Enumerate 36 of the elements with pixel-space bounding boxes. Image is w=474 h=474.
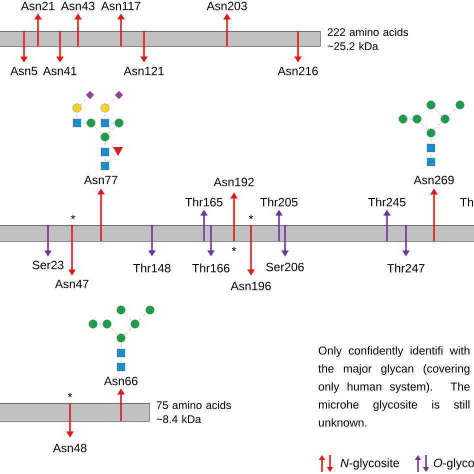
site-label: Thr245	[368, 198, 406, 206]
site-label: Asn117	[101, 2, 140, 10]
protein-bar	[0, 225, 474, 242]
site-label: Asn47	[55, 280, 88, 288]
site-label: Asn41	[43, 66, 76, 76]
legend-label: O-glyco	[434, 458, 474, 470]
star-mark: *	[232, 246, 236, 252]
site-label: Thr166	[192, 264, 230, 272]
site-label: Thr148	[133, 264, 170, 272]
length-label: 222 amino acids ~25.2 kDa	[328, 28, 408, 50]
star-mark: *	[68, 392, 72, 398]
site-label: Thr205	[260, 198, 298, 206]
site-label: Asn43	[61, 2, 94, 10]
legend-label: N-glycosite	[340, 458, 399, 470]
site-label: Thr247	[387, 264, 424, 272]
site-label: Th	[460, 198, 474, 206]
site-label: Asn48	[53, 444, 86, 452]
site-label: Asn77	[84, 176, 118, 184]
protein-bar	[0, 403, 150, 422]
site-label: Asn121	[124, 66, 164, 76]
star-mark: *	[70, 214, 76, 220]
site-label: Asn5	[10, 66, 38, 76]
site-label: Asn203	[206, 2, 247, 10]
site-label: Asn216	[278, 66, 318, 76]
site-label: Asn192	[214, 178, 254, 186]
protein-bar	[0, 31, 321, 47]
site-label: Ser206	[266, 262, 304, 272]
star-mark: *	[248, 214, 254, 220]
note-text: Only confidently identifi with the major glycan (covering only human system). The microhe glycosite is still unknown.	[318, 346, 470, 427]
site-label: Asn21	[21, 2, 54, 10]
site-label: Thr165	[185, 198, 222, 206]
site-label: Ser23	[32, 260, 64, 270]
site-label: Asn66	[104, 376, 138, 386]
site-label: Asn269	[414, 176, 454, 184]
length-label: 75 amino acids ~8.4 kDa	[156, 400, 231, 424]
site-label: Asn196	[230, 282, 271, 290]
